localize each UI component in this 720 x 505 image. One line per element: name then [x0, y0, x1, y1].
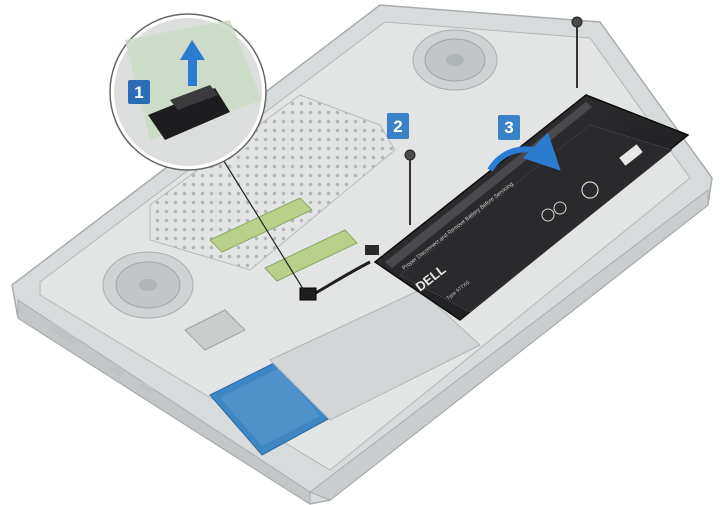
callout-2-number: 2 [393, 117, 402, 136]
callout-1: 1 [128, 80, 150, 104]
lift-arrow [487, 132, 561, 172]
wlan-card [184, 309, 246, 351]
ram-module [209, 197, 313, 253]
screw-icon[interactable] [571, 16, 583, 88]
callout-2: 2 [387, 113, 409, 139]
callout-3-number: 3 [504, 118, 513, 137]
callout-1-number: 1 [134, 83, 143, 102]
recycle-icon [581, 181, 599, 199]
side-ports [48, 322, 155, 395]
fan-icon [102, 251, 194, 319]
up-arrow-icon [180, 40, 205, 86]
memory-modules [209, 197, 358, 282]
ram-module [264, 229, 358, 282]
ce-mark-icon [541, 201, 567, 222]
battery-connector[interactable] [299, 287, 317, 301]
hdd-bay [269, 289, 481, 421]
battery-label-area [399, 124, 673, 313]
chassis-front-edge [17, 299, 311, 505]
battery-connector-socket [365, 245, 379, 255]
chassis-right-edge [308, 188, 709, 501]
fan-icon [412, 29, 498, 91]
vent-grille [149, 94, 396, 271]
barcode [619, 144, 643, 166]
callout-3: 3 [498, 115, 520, 140]
ssd-label [220, 368, 320, 446]
magnified-inset [109, 13, 306, 293]
battery-cable [311, 260, 371, 297]
inset-connector-top [170, 85, 218, 110]
screw-icon[interactable] [404, 149, 416, 225]
inset-connector [148, 88, 230, 140]
